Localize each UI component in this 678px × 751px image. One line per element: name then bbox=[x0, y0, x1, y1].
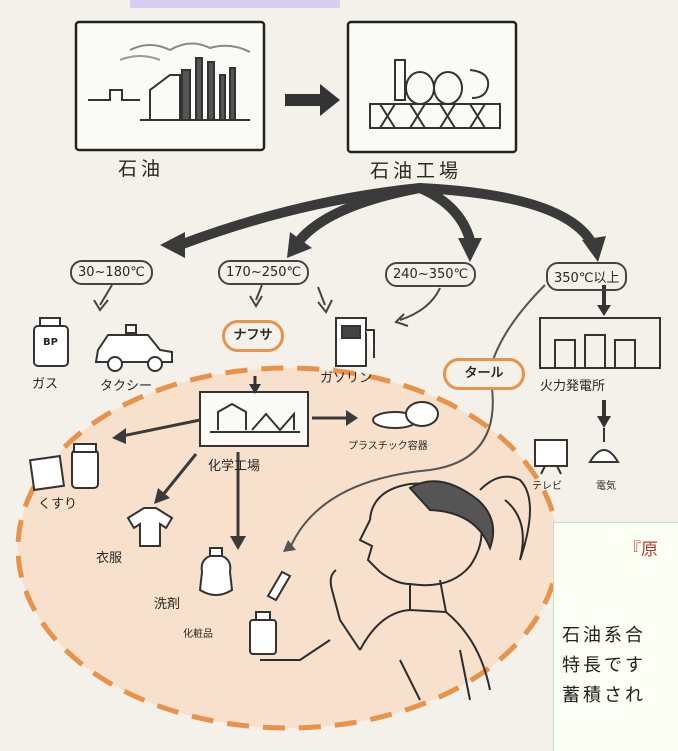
note-panel: 『原 石油系合 特長です 蓄積され bbox=[553, 522, 678, 751]
taxi-icon bbox=[94, 324, 173, 372]
distillation-branches bbox=[175, 183, 595, 250]
note-line-3: 蓄積され bbox=[562, 685, 646, 706]
refinery-icon bbox=[369, 59, 501, 129]
detergent-icon bbox=[198, 547, 234, 596]
chemical-plant-label: 化学工場 bbox=[208, 459, 261, 474]
plant-down-arrowhead bbox=[597, 416, 611, 428]
refinery-box bbox=[346, 20, 518, 154]
tv-label: テレビ bbox=[532, 481, 562, 492]
chemical-arrows bbox=[121, 416, 348, 540]
light-label: 電気 bbox=[596, 481, 616, 492]
oil-field-box bbox=[74, 20, 266, 152]
taxi-label: タクシー bbox=[100, 379, 153, 394]
gasoline-label: ガソリン bbox=[320, 371, 373, 386]
chemical-plant-icon bbox=[210, 402, 300, 433]
power-plant-label: 火力発電所 bbox=[540, 379, 606, 394]
temp-range-4: 350℃以上 bbox=[546, 262, 628, 291]
branch-arrowheads bbox=[160, 232, 606, 262]
oil-field-icon bbox=[88, 42, 251, 121]
tv-icon bbox=[534, 439, 568, 475]
temp-range-1: 30~180℃ bbox=[70, 260, 153, 285]
gas-label: ガス bbox=[32, 377, 59, 392]
cosmetics-icon bbox=[249, 570, 292, 655]
medicine-label: くすり bbox=[38, 497, 78, 512]
temp-range-3: 240~350℃ bbox=[385, 262, 477, 287]
gas-can-text: BP bbox=[43, 337, 58, 348]
note-title: 『原 bbox=[624, 540, 658, 560]
power-plant-icon bbox=[539, 317, 661, 369]
note-line-1: 石油系合 bbox=[562, 625, 646, 646]
medicine-icon bbox=[28, 443, 99, 492]
high-temp-arrowhead bbox=[597, 305, 611, 316]
lamp-icon bbox=[588, 428, 620, 463]
down-arrows bbox=[93, 284, 441, 327]
plastic-container-icon bbox=[372, 401, 439, 429]
tar-arrowhead bbox=[283, 540, 296, 552]
oil-label: 石油 bbox=[118, 158, 165, 180]
clothes-label: 衣服 bbox=[96, 551, 123, 566]
cosmetics-label: 化粧品 bbox=[183, 629, 213, 640]
note-line-2: 特長です bbox=[562, 655, 646, 676]
tar-highlight: タール bbox=[443, 358, 525, 390]
naphtha-arrowhead bbox=[249, 384, 261, 394]
top-strip bbox=[130, 0, 340, 8]
detergent-label: 洗剤 bbox=[154, 597, 181, 612]
girl-illustration bbox=[260, 475, 531, 701]
chemical-plant-box bbox=[199, 391, 309, 447]
tar-to-cosmetics-line bbox=[289, 387, 494, 549]
temp-range-2: 170~250℃ bbox=[218, 260, 310, 285]
refinery-label: 石油工場 bbox=[370, 160, 463, 182]
gas-can-icon bbox=[33, 317, 69, 367]
plastic-label: プラスチック容器 bbox=[348, 441, 428, 452]
naphtha-highlight: ナフサ bbox=[222, 320, 284, 352]
oil-to-refinery-arrow bbox=[285, 84, 340, 116]
clothes-icon bbox=[126, 507, 174, 547]
gas-pump-icon bbox=[335, 317, 375, 367]
chemical-arrowheads bbox=[112, 410, 358, 550]
